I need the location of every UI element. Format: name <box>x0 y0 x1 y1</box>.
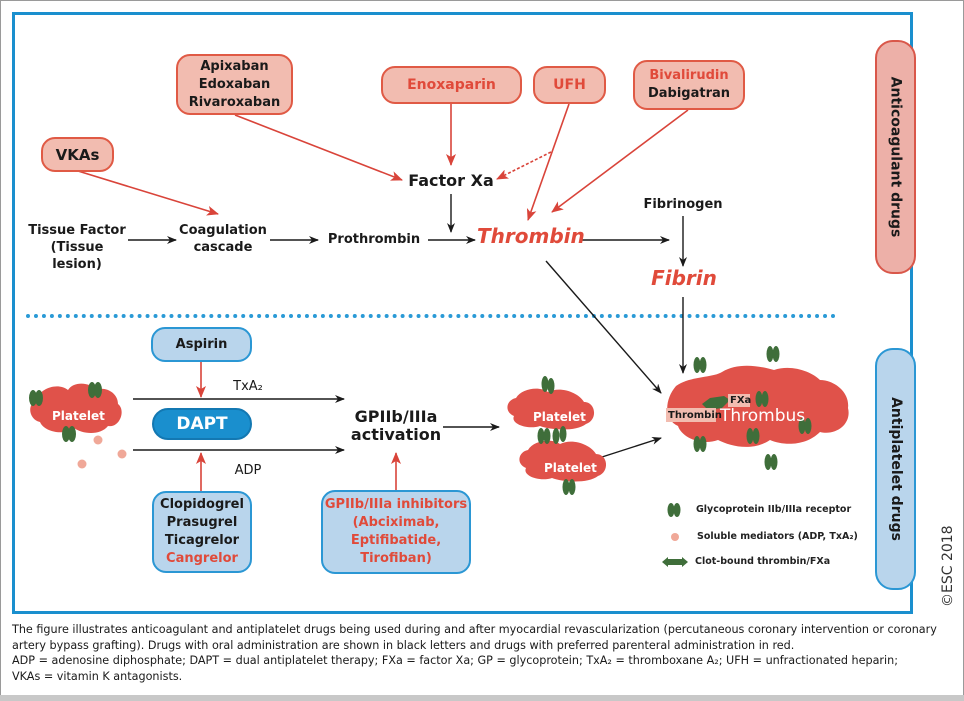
legend-receptor: Glycoprotein IIb/IIIa receptor <box>696 504 852 515</box>
thrombus-label: Thrombus <box>720 406 806 426</box>
section-divider <box>26 314 836 318</box>
drug-rivaroxaban: Rivaroxaban <box>188 94 281 110</box>
activation-line1: GPIIb/IIIa <box>354 407 438 426</box>
antiplatelet-label: Antiplatelet drugs <box>887 397 904 541</box>
dapt-label: DAPT <box>176 414 228 434</box>
node-gp-activation: GPIIb/IIIa activation <box>348 408 444 444</box>
drug-aspirin: Aspirin <box>175 336 228 352</box>
figure-caption: The figure illustrates anticoagulant and… <box>12 622 942 684</box>
node-fibrinogen: Fibrinogen <box>643 197 723 212</box>
thrombus-thrombin-tag: Thrombin <box>668 410 722 421</box>
drug-box-enoxaparin: Enoxaparin <box>381 66 522 104</box>
tissue-factor-line2: (Tissue lesion) <box>50 240 104 272</box>
anticoagulant-label: Anticoagulant drugs <box>887 76 904 238</box>
legend-mediators: Soluble mediators (ADP, TxA₂) <box>697 531 858 542</box>
gp-inhibitors-title: GPIIb/IIIa inhibitors <box>324 497 468 512</box>
node-fibrin: Fibrin <box>651 266 717 290</box>
drug-box-p2y12: Clopidogrel Prasugrel Ticagrelor Cangrel… <box>152 491 252 573</box>
drug-dabigatran: Dabigatran <box>647 86 731 101</box>
caption-abbreviations: ADP = adenosine diphosphate; DAPT = dual… <box>12 654 899 667</box>
coagulation-line2: cascade <box>193 240 253 255</box>
drug-ufh: UFH <box>553 77 586 93</box>
label-adp: ADP <box>234 463 262 478</box>
copyright-text: ©ESC 2018 <box>940 525 956 607</box>
tissue-factor-line1: Tissue Factor <box>28 223 126 238</box>
caption-description: The figure illustrates anticoagulant and… <box>12 623 937 652</box>
dapt-badge: DAPT <box>152 408 252 440</box>
caption-abbreviations-cont: VKAs = vitamin K antagonists. <box>12 669 183 683</box>
thrombus-fxa-tag: FXa <box>730 395 752 406</box>
drug-box-direct-thrombin: Bivalirudin Dabigatran <box>633 60 745 110</box>
platelet-label-left: Platelet <box>52 409 105 423</box>
drug-apixaban: Apixaban <box>200 58 269 74</box>
node-prothrombin: Prothrombin <box>327 232 421 247</box>
drug-eptifibatide: Eptifibatide, <box>350 533 442 548</box>
drug-abciximab: (Abciximab, <box>352 515 440 530</box>
drug-tirofiban: Tirofiban) <box>360 551 432 566</box>
drug-vkas: VKAs <box>55 145 100 164</box>
drug-edoxaban: Edoxaban <box>198 76 271 92</box>
drug-cangrelor: Cangrelor <box>166 551 238 566</box>
section-label-anticoagulant: Anticoagulant drugs <box>875 40 916 274</box>
drug-enoxaparin: Enoxaparin <box>407 77 496 93</box>
activation-line2: activation <box>350 425 442 444</box>
node-thrombin: Thrombin <box>477 224 585 248</box>
bottom-bar <box>0 695 964 701</box>
coagulation-line1: Coagulation <box>179 223 267 238</box>
drug-bivalirudin: Bivalirudin <box>649 68 729 83</box>
drug-box-vkas: VKAs <box>41 137 114 172</box>
section-label-antiplatelet: Antiplatelet drugs <box>875 348 916 590</box>
drug-box-gp-inhibitors: GPIIb/IIIa inhibitors (Abciximab, Eptifi… <box>321 490 471 574</box>
platelet-label-upper: Platelet <box>533 410 586 424</box>
drug-clopidogrel: Clopidogrel <box>160 497 244 512</box>
legend-clot-bound: Clot-bound thrombin/FXa <box>695 556 831 567</box>
label-txa2: TxA₂ <box>233 379 263 394</box>
drug-box-ufh: UFH <box>533 66 606 104</box>
node-coagulation-cascade: Coagulation cascade <box>178 222 268 256</box>
drug-box-xa-inhibitors: Apixaban Edoxaban Rivaroxaban <box>176 54 293 115</box>
drug-box-aspirin: Aspirin <box>151 327 252 362</box>
platelet-label-lower: Platelet <box>544 461 597 475</box>
drug-ticagrelor: Ticagrelor <box>164 533 240 548</box>
node-factor-xa: Factor Xa <box>408 171 494 190</box>
node-tissue-factor: Tissue Factor (Tissue lesion) <box>26 222 128 273</box>
drug-prasugrel: Prasugrel <box>166 515 238 530</box>
